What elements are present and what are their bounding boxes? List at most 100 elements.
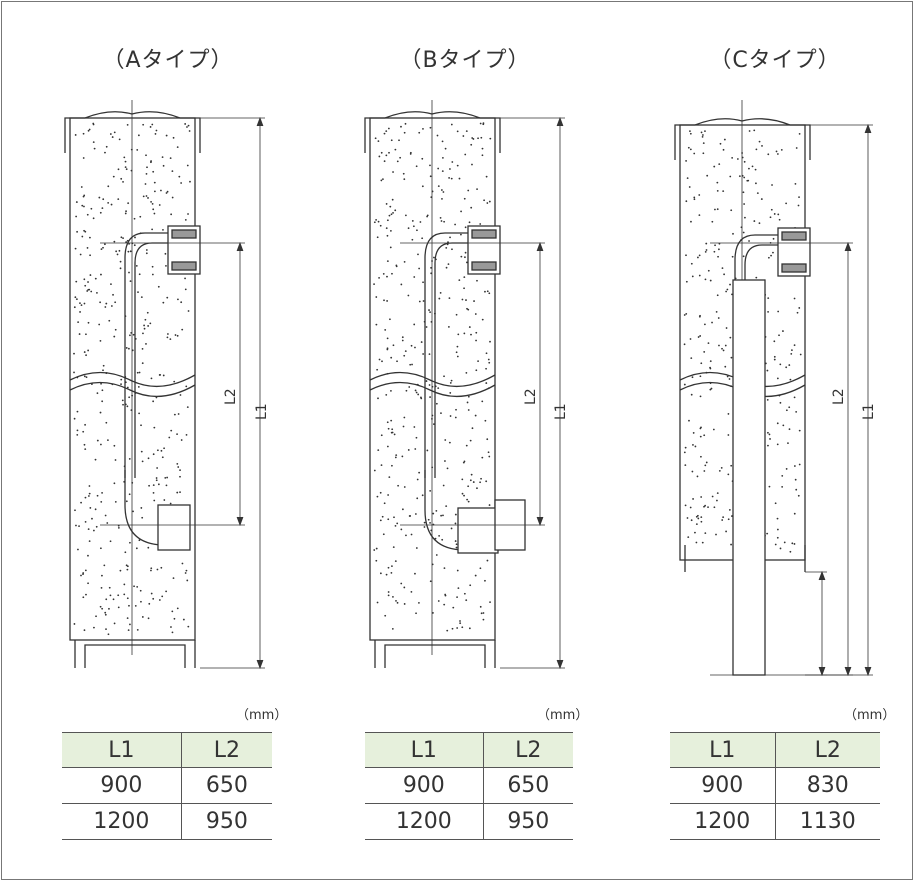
- dot: [430, 266, 432, 269]
- dot: [141, 460, 144, 463]
- dot: [416, 497, 419, 500]
- dot: [104, 613, 107, 616]
- fitting-a-pipe-bend: [134, 242, 180, 478]
- dot: [743, 160, 746, 163]
- dot: [693, 196, 696, 199]
- dot: [411, 238, 414, 241]
- dot: [468, 326, 471, 328]
- post-a-body: [69, 117, 196, 641]
- dot: [485, 480, 488, 483]
- dot: [441, 170, 444, 173]
- dot: [96, 494, 99, 497]
- dot: [442, 514, 444, 517]
- dot: [463, 197, 466, 200]
- dot: [172, 577, 175, 580]
- dot: [755, 182, 757, 185]
- dot: [469, 439, 472, 442]
- dot: [105, 302, 108, 305]
- dot: [389, 229, 392, 232]
- post-a-break: [69, 371, 196, 388]
- dot: [113, 131, 116, 134]
- dot: [141, 347, 144, 350]
- dot: [77, 548, 79, 551]
- dot: [180, 439, 183, 441]
- dot: [683, 451, 686, 454]
- dot: [485, 367, 487, 370]
- dot: [414, 448, 417, 450]
- dot: [754, 168, 757, 171]
- dot: [479, 122, 482, 125]
- dot: [704, 278, 707, 281]
- dot: [187, 310, 190, 312]
- dot: [778, 218, 781, 221]
- dot: [134, 236, 136, 239]
- dot: [793, 396, 796, 399]
- dot: [104, 514, 107, 517]
- dot: [155, 129, 158, 132]
- dot: [410, 344, 413, 347]
- dot: [83, 229, 85, 232]
- dot: [403, 416, 406, 419]
- dot: [758, 222, 761, 225]
- dot: [397, 484, 400, 487]
- dot: [124, 212, 127, 215]
- dot: [767, 153, 770, 156]
- dot: [437, 387, 440, 390]
- dot: [134, 604, 137, 607]
- dot: [148, 484, 150, 487]
- dot: [169, 157, 172, 160]
- dot: [690, 393, 693, 396]
- dot: [82, 157, 85, 159]
- dot: [766, 398, 769, 401]
- dot: [386, 260, 389, 263]
- post-b-base: [374, 640, 496, 668]
- dot: [98, 323, 101, 326]
- dot: [714, 208, 716, 211]
- dot: [772, 251, 774, 254]
- dot: [125, 564, 128, 567]
- dot: [699, 335, 702, 337]
- dot: [400, 582, 403, 585]
- dot: [387, 427, 390, 430]
- fitting-a-pipe-bend: [124, 232, 180, 478]
- dot: [133, 217, 136, 220]
- dot: [709, 367, 712, 370]
- dot: [722, 190, 725, 192]
- dot: [89, 254, 91, 257]
- dot: [184, 277, 186, 280]
- dot: [793, 543, 796, 545]
- dot: [769, 216, 772, 219]
- dot: [145, 252, 148, 255]
- dot: [481, 147, 484, 150]
- dot: [698, 315, 701, 318]
- dot: [715, 310, 718, 313]
- dot: [692, 432, 695, 434]
- dot: [716, 499, 718, 502]
- dot: [460, 210, 462, 213]
- dot: [688, 186, 691, 188]
- dot: [732, 232, 734, 235]
- dot: [387, 494, 390, 496]
- dot: [405, 534, 407, 537]
- dot: [380, 434, 383, 437]
- cell: 1130: [775, 803, 880, 840]
- dot: [458, 279, 461, 282]
- dot: [731, 255, 734, 258]
- dot: [117, 606, 120, 609]
- dot: [122, 237, 124, 240]
- dot: [136, 371, 139, 374]
- dot: [105, 598, 108, 601]
- dot: [723, 273, 726, 276]
- dot: [396, 601, 399, 604]
- dot: [418, 602, 420, 604]
- dot: [421, 185, 424, 188]
- dot: [141, 516, 144, 519]
- dot: [86, 213, 89, 216]
- dot: [140, 600, 142, 603]
- dot: [721, 347, 723, 350]
- dot: [748, 130, 751, 132]
- dot: [403, 260, 406, 263]
- dot: [139, 215, 142, 218]
- dot: [158, 599, 161, 601]
- dot: [79, 311, 81, 313]
